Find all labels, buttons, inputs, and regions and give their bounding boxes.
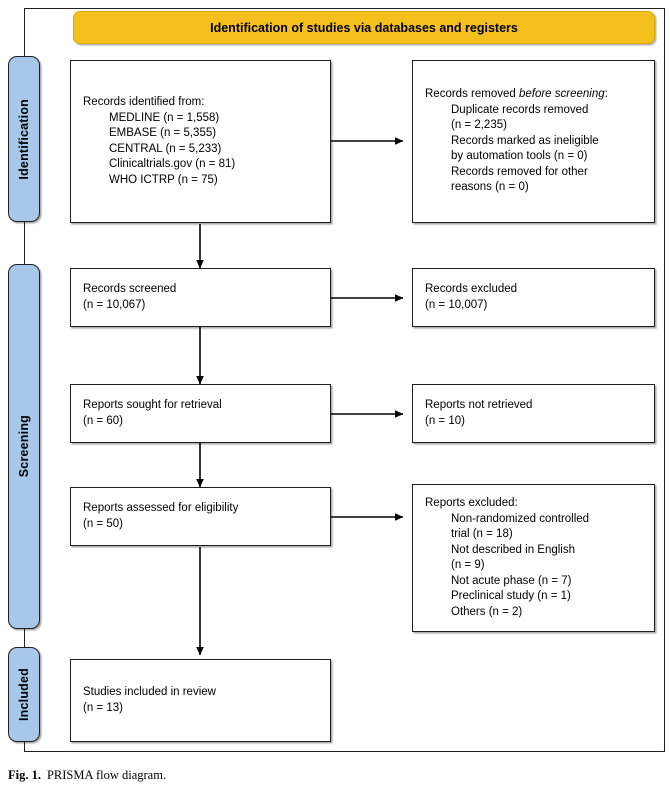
reports-sought-line-0: Reports sought for retrieval [83,399,222,411]
box-studies-included: Studies included in review (n = 13) [70,659,331,742]
records-identified-line-2: EMBASE (n = 5,355) [109,127,217,139]
records-identified-line-1: MEDLINE (n = 1,558) [109,111,220,124]
records-removed-line-3: by automation tools (n = 0) [451,150,588,163]
reports-excluded-line-4: Not acute phase (n = 7) [451,574,572,587]
records-identified-line-4: Clinicaltrials.gov (n = 81) [109,158,236,170]
studies-included-line-1: (n = 13) [83,701,123,714]
box-records-excluded: Records excluded (n = 10,007) [412,268,655,327]
box-reports-excluded: Reports excluded: Non-randomized control… [412,484,655,632]
figure-caption-number: Fig. 1. [8,768,41,782]
reports-excluded-line-0: Non-randomized controlled [451,512,590,525]
identification-banner: Identification of studies via databases … [73,11,655,44]
records-removed-heading-italic: before screening [518,88,605,101]
stage-label-identification: Identification [8,56,40,222]
box-reports-not-retrieved: Reports not retrieved (n = 10) [412,384,655,443]
studies-included-line-0: Studies included in review [83,686,216,698]
reports-assessed-line-0: Reports assessed for eligibility [83,502,239,514]
reports-excluded-line-6: Others (n = 2) [451,605,523,618]
records-removed-heading-pre: Records removed [425,88,519,101]
records-removed-heading-post: : [604,88,608,101]
banner-label: Identification of studies via databases … [210,20,518,35]
reports-assessed-line-1: (n = 50) [83,517,123,530]
records-screened-line-1: (n = 10,067) [83,298,146,311]
records-removed-line-2: Records marked as ineligible [451,134,599,147]
box-records-removed: Records removed before screening: Duplic… [412,60,655,223]
reports-excluded-line-5: Preclinical study (n = 1) [451,590,571,602]
records-excluded-line-1: (n = 10,007) [425,298,488,311]
reports-excluded-heading: Reports excluded: [425,497,518,509]
records-identified-line-3: CENTRAL (n = 5,233) [109,142,222,155]
figure-caption-text: PRISMA flow diagram. [46,768,167,782]
reports-excluded-line-3: (n = 9) [451,559,485,571]
records-removed-line-1: (n = 2,235) [451,119,507,132]
records-removed-line-4: Records removed for other [451,165,588,178]
records-excluded-line-0: Records excluded [425,283,518,295]
stage-label-included: Included [8,647,40,742]
records-identified-line-0: Records identified from: [83,96,205,108]
stage-label-screening: Screening [8,264,40,629]
reports-not-retrieved-line-1: (n = 10) [425,414,465,427]
records-identified-line-5: WHO ICTRP (n = 75) [109,173,218,186]
box-records-identified: Records identified from: MEDLINE (n = 1,… [70,60,331,223]
records-removed-heading: Records removed before screening: [425,87,642,103]
stage-label-screening-text: Screening [17,415,31,478]
records-removed-line-5: reasons (n = 0) [451,181,529,194]
figure-caption: Fig. 1. PRISMA flow diagram. [8,768,166,783]
reports-excluded-line-1: trial (n = 18) [451,528,513,540]
records-removed-line-0: Duplicate records removed [451,103,589,116]
box-reports-sought: Reports sought for retrieval (n = 60) [70,384,331,443]
prisma-diagram-canvas: Identification of studies via databases … [8,11,655,742]
box-records-screened: Records screened (n = 10,067) [70,268,331,327]
stage-label-included-text: Included [17,668,31,721]
reports-sought-line-1: (n = 60) [83,414,123,427]
stage-label-identification-text: Identification [17,98,31,180]
records-screened-line-0: Records screened [83,283,177,295]
box-reports-assessed: Reports assessed for eligibility (n = 50… [70,487,331,546]
reports-not-retrieved-line-0: Reports not retrieved [425,399,533,411]
reports-excluded-line-2: Not described in English [451,543,576,556]
